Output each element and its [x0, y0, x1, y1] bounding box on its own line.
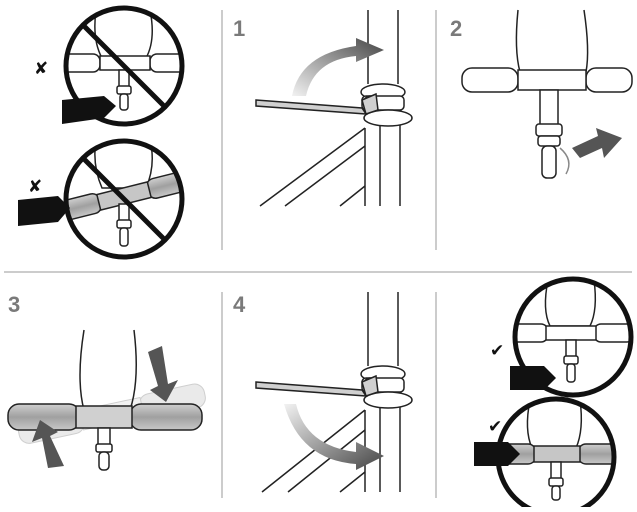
step-number-3: 3: [8, 292, 20, 317]
handlebar-detail-wrong-1: [60, 10, 190, 110]
pointer-arrow-icon: [18, 196, 70, 226]
correct-mark-bottom: ✔: [488, 417, 502, 437]
wrong-mark-bottom: ✘: [28, 177, 42, 197]
step-number-4: 4: [233, 292, 246, 317]
wrong-example-top: [60, 8, 190, 124]
rotate-arrow-icon: [284, 404, 384, 470]
pointer-arrow-icon: [572, 128, 622, 158]
wrong-mark-top: ✘: [34, 59, 48, 79]
pointer-arrow-icon: [510, 366, 556, 390]
hex-key-icon: [256, 94, 378, 114]
correct-example-bottom: [474, 399, 624, 507]
correct-example-top: [508, 279, 634, 395]
handlebar-detail-wrong-2: [50, 140, 198, 246]
wrong-example-bottom: [18, 140, 198, 257]
hex-key-icon: [256, 376, 378, 396]
correct-mark-top: ✔: [490, 341, 504, 361]
step-number-2: 2: [450, 16, 462, 41]
step-number-1: 1: [233, 16, 245, 41]
